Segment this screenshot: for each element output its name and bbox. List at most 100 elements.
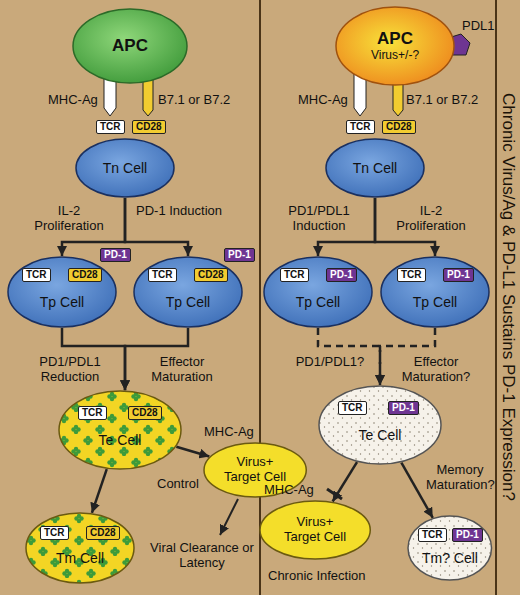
cell-text: APCVirus+/-?	[371, 29, 419, 62]
annotation-label: Effector Maturation?	[386, 354, 486, 384]
annotation-label: Memory Maturation?	[426, 462, 494, 492]
receptor-label: PD-1	[443, 268, 474, 282]
cell-ellipse: Tp Cell	[380, 256, 490, 328]
receptor-label: CD28	[194, 268, 228, 282]
annotation-label: PDL1	[462, 18, 495, 33]
receptor-label: TCR	[40, 526, 69, 540]
receptor-label: CD28	[68, 268, 102, 282]
receptor-label: CD28	[132, 120, 166, 134]
receptor-label: CD28	[382, 120, 416, 134]
cell-ellipse: Tn Cell	[75, 138, 175, 198]
annotation-label: B7.1 or B7.2	[406, 92, 478, 107]
receptor-label: PD-1	[326, 268, 357, 282]
cell-fill	[408, 516, 492, 580]
annotation-label: Viral Clearance or Latency	[150, 540, 254, 570]
receptor-label: CD28	[128, 406, 162, 420]
cell-fill	[319, 386, 441, 464]
annotation-label: MHC-Ag	[264, 482, 314, 497]
cell-text: Tp Cell	[296, 294, 340, 310]
edge-label: Control	[155, 476, 201, 491]
cell-outline	[318, 385, 442, 465]
cell-name: Tn Cell	[103, 160, 147, 176]
cell-fill	[76, 139, 174, 197]
cell-fill	[260, 501, 370, 559]
cell-name: APC	[112, 36, 148, 56]
cell-text: Virus+ Target Cell	[220, 455, 290, 485]
receptor-label: TCR	[280, 268, 309, 282]
cell-text: Tn Cell	[103, 160, 147, 176]
cell-ellipse: Virus+ Target Cell	[259, 500, 371, 560]
annotation-label: PD-1 Induction	[134, 203, 224, 218]
cell-fill	[134, 257, 242, 327]
cell-fill	[73, 9, 187, 83]
receptor-label: PD-1	[100, 248, 131, 262]
cell-text: Te Cell	[99, 432, 142, 448]
annotation-label: IL-2 Proliferation	[386, 203, 476, 233]
cell-text: Virus+ Target Cell	[277, 515, 352, 545]
cell-name: Virus+/-?	[371, 49, 419, 63]
annotation-label: MHC-Ag	[204, 424, 254, 439]
cell-name: Tm Cell	[56, 550, 104, 566]
receptor-label: PD-1	[388, 401, 419, 415]
cell-ellipse: Tn Cell	[325, 138, 425, 198]
arrow-connector	[176, 447, 209, 457]
receptor-label: TCR	[397, 268, 426, 282]
cell-fill	[8, 257, 116, 327]
cell-text: Tn Cell	[353, 160, 397, 176]
divider-line	[259, 0, 261, 595]
cell-outline	[133, 256, 243, 328]
annotation-label: Effector Maturation	[134, 354, 230, 384]
side-title: Chronic Virus/Ag & PD-L1 Sustains PD-1 E…	[498, 93, 518, 501]
annotation-label: B7.1 or B7.2	[158, 92, 230, 107]
cell-name: Tp Cell	[413, 294, 457, 310]
cell-name: Tp Cell	[40, 294, 84, 310]
cell-text: Tp Cell	[166, 294, 210, 310]
receptor-label: TCR	[148, 268, 177, 282]
receptor-label: TCR	[78, 406, 107, 420]
cell-outline	[263, 256, 373, 328]
receptor-label: CD28	[86, 526, 120, 540]
cell-text: APC	[112, 36, 148, 56]
cell-fill	[264, 257, 372, 327]
cell-fill	[59, 391, 181, 469]
cell-fill	[26, 513, 134, 583]
receptor-label: TCR	[22, 268, 51, 282]
cell-ellipse: Tp Cell	[263, 256, 373, 328]
cell-outline	[407, 515, 493, 581]
cell-name: Tp Cell	[166, 294, 210, 310]
cell-text: Tp Cell	[413, 294, 457, 310]
cell-name: Virus+ Target Cell	[220, 455, 290, 485]
cell-name: Tm? Cell	[422, 550, 478, 566]
cell-name: Virus+ Target Cell	[277, 515, 352, 545]
cell-ellipse: Te Cell	[318, 385, 442, 465]
annotation-label: PD1/PDL1?	[288, 354, 372, 369]
annotation-label: IL-2 Proliferation	[24, 203, 114, 233]
annotation-label: PD1/PDL1 Induction	[270, 203, 368, 233]
divider-line	[495, 0, 497, 595]
cell-outline	[58, 390, 182, 470]
cell-ellipse: APC	[72, 8, 188, 84]
cell-ellipse: Tp Cell	[133, 256, 243, 328]
cell-name: Te Cell	[359, 427, 402, 443]
cell-name: Tn Cell	[353, 160, 397, 176]
cell-fill	[326, 139, 424, 197]
cell-text: Tm Cell	[56, 550, 104, 566]
receptor-label: PD-1	[452, 528, 483, 542]
annotation-label: MHC-Ag	[48, 92, 98, 107]
cell-ellipse: Tp Cell	[7, 256, 117, 328]
cell-name: APC	[371, 29, 419, 49]
cell-ellipse: Tm? Cell	[407, 515, 493, 581]
receptor-label: TCR	[96, 120, 125, 134]
cell-text: Tm? Cell	[422, 550, 478, 566]
cell-ellipse: Te Cell	[58, 390, 182, 470]
arrow-connector	[333, 462, 357, 501]
cell-ellipse: Tm Cell	[25, 512, 135, 584]
receptor-label: TCR	[338, 401, 367, 415]
cell-name: Tp Cell	[296, 294, 340, 310]
receptor-label: TCR	[346, 120, 375, 134]
arrow-connector	[92, 469, 107, 513]
cell-fill	[336, 7, 454, 85]
cell-text: Te Cell	[359, 427, 402, 443]
